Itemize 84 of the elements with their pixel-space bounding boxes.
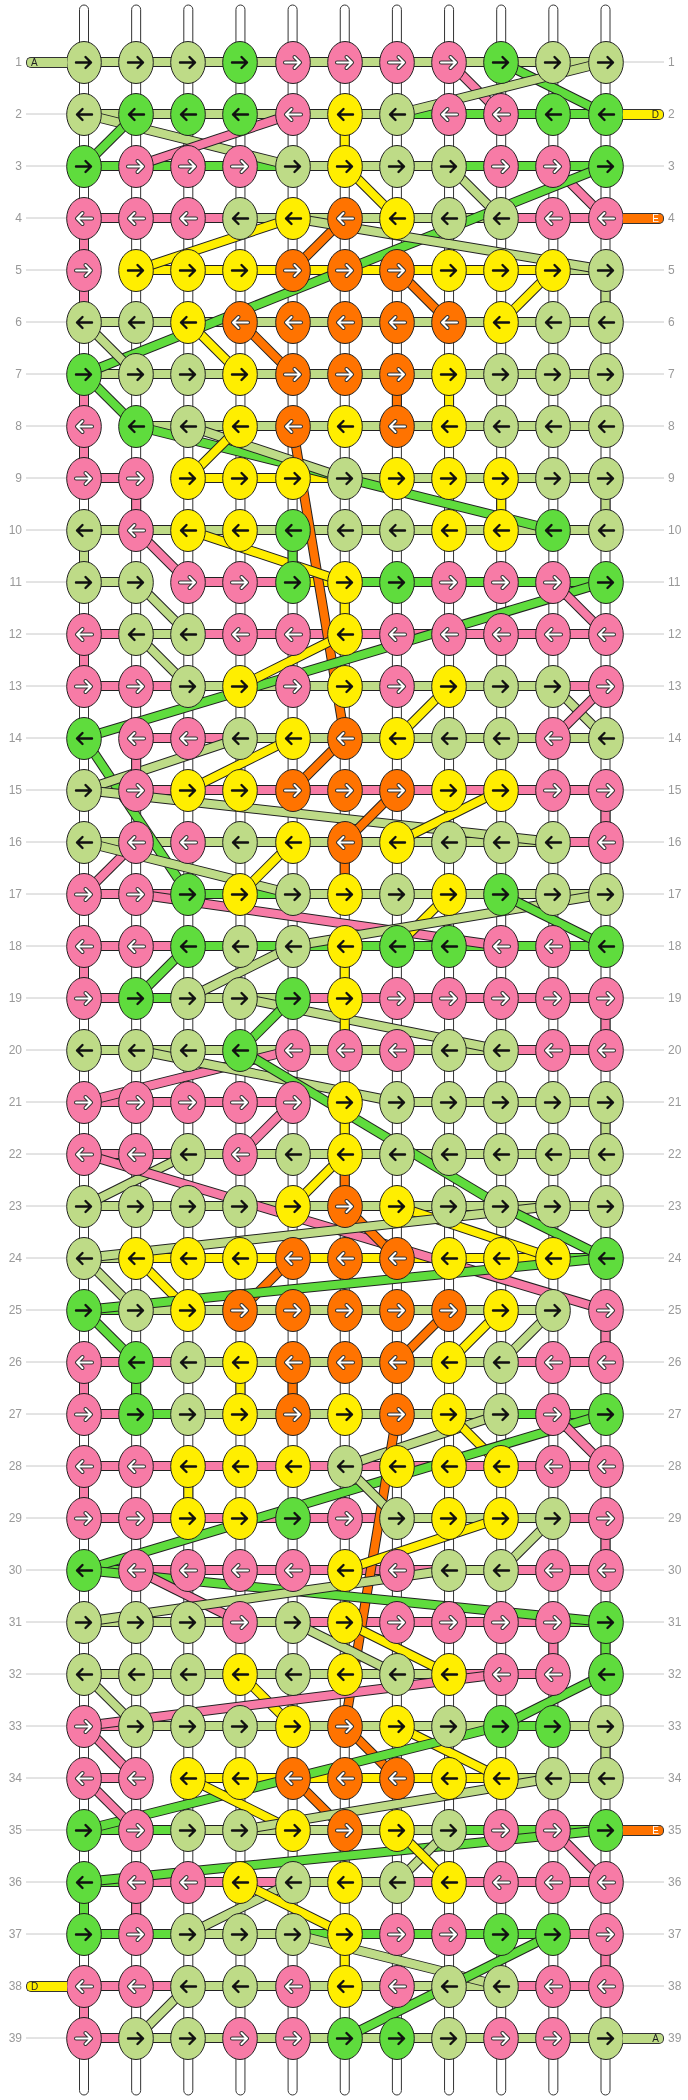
row-number: 17 (8, 887, 22, 901)
row-number: 12 (8, 627, 22, 641)
row-number: 24 (8, 1251, 22, 1265)
row-number: 27 (8, 1407, 22, 1421)
row-number: 38 (8, 1979, 22, 1993)
row-number: 3 (668, 159, 675, 173)
row-number: 23 (8, 1199, 22, 1213)
row-number: 16 (668, 835, 682, 849)
row-number: 19 (668, 991, 682, 1005)
row-number: 22 (8, 1147, 22, 1161)
row-number: 25 (668, 1303, 682, 1317)
row-number: 5 (668, 263, 675, 277)
row-number: 6 (15, 315, 22, 329)
row-number: 12 (668, 627, 682, 641)
row-number: 23 (668, 1199, 682, 1213)
string-end-tag: A (26, 56, 67, 68)
row-number: 28 (668, 1459, 682, 1473)
string-end-tag: D (623, 108, 664, 120)
string-end-tag: D (26, 1980, 67, 1992)
row-number: 34 (668, 1771, 682, 1785)
row-number: 32 (8, 1667, 22, 1681)
row-number: 8 (15, 419, 22, 433)
row-number: 20 (668, 1043, 682, 1057)
row-number: 3 (15, 159, 22, 173)
row-number: 35 (8, 1823, 22, 1837)
row-number: 37 (8, 1927, 22, 1941)
row-number: 18 (668, 939, 682, 953)
row-number: 21 (8, 1095, 22, 1109)
row-number: 35 (668, 1823, 682, 1837)
row-number: 1 (668, 55, 675, 69)
row-number: 30 (8, 1563, 22, 1577)
row-number: 31 (668, 1615, 682, 1629)
row-number: 11 (9, 575, 22, 589)
row-number: 20 (8, 1043, 22, 1057)
row-number: 9 (668, 471, 675, 485)
row-number: 9 (15, 471, 22, 485)
row-number: 6 (668, 315, 675, 329)
row-number: 28 (8, 1459, 22, 1473)
row-number: 10 (8, 523, 22, 537)
row-number: 11 (668, 575, 681, 589)
row-number: 39 (668, 2031, 682, 2045)
row-number: 16 (8, 835, 22, 849)
row-number: 37 (668, 1927, 682, 1941)
row-number: 31 (8, 1615, 22, 1629)
row-number: 15 (8, 783, 22, 797)
row-number: 14 (8, 731, 22, 745)
row-number: 38 (668, 1979, 682, 1993)
row-number: 15 (668, 783, 682, 797)
row-number: 21 (668, 1095, 682, 1109)
row-number: 18 (8, 939, 22, 953)
row-number: 8 (668, 419, 675, 433)
row-number: 33 (8, 1719, 22, 1733)
row-number: 10 (668, 523, 682, 537)
row-number: 29 (8, 1511, 22, 1525)
row-number: 33 (668, 1719, 682, 1733)
row-number: 25 (8, 1303, 22, 1317)
row-number: 34 (8, 1771, 22, 1785)
row-number: 17 (668, 887, 682, 901)
row-number: 27 (668, 1407, 682, 1421)
string-end-tag: E (623, 1824, 664, 1836)
row-number: 24 (668, 1251, 682, 1265)
row-number: 26 (8, 1355, 22, 1369)
row-number: 36 (8, 1875, 22, 1889)
row-number: 7 (668, 367, 675, 381)
row-number: 1 (15, 55, 22, 69)
row-number: 36 (668, 1875, 682, 1889)
row-number: 32 (668, 1667, 682, 1681)
row-number: 4 (668, 211, 675, 225)
row-number: 4 (15, 211, 22, 225)
row-number: 14 (668, 731, 682, 745)
row-number: 30 (668, 1563, 682, 1577)
row-number: 2 (15, 107, 22, 121)
string-end-tag: E (623, 212, 664, 224)
row-number: 5 (15, 263, 22, 277)
row-number: 2 (668, 107, 675, 121)
row-number: 7 (15, 367, 22, 381)
row-number: 19 (8, 991, 22, 1005)
row-number: 13 (668, 679, 682, 693)
row-number: 22 (668, 1147, 682, 1161)
row-number: 26 (668, 1355, 682, 1369)
string-end-tag: A (623, 2032, 664, 2044)
row-number: 29 (668, 1511, 682, 1525)
row-number: 39 (8, 2031, 22, 2045)
row-number: 13 (8, 679, 22, 693)
